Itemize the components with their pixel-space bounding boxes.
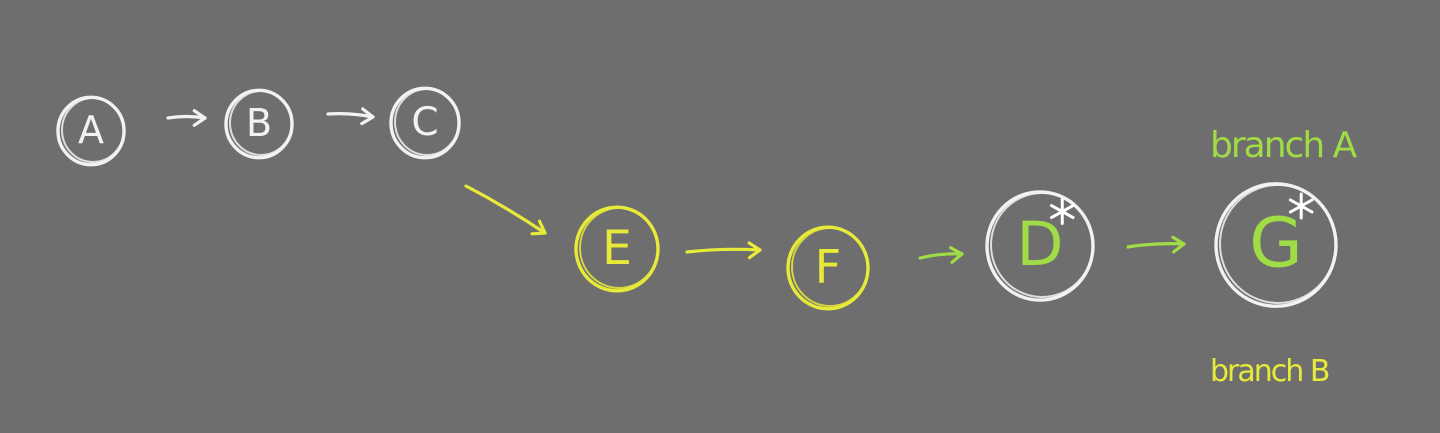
node-label: D [1017,209,1064,280]
node-d: D [985,190,1095,302]
node-f: F [786,225,870,311]
nodes: A B C E F D G [56,86,1338,311]
edges [166,107,1186,264]
node-b: B [224,88,294,160]
asterisk-icon [1049,198,1075,226]
node-a: A [56,95,126,167]
branch-a-label: branch A [1210,125,1358,166]
edge-c-e [464,184,547,236]
branch-b-label: branch B [1210,354,1329,389]
node-c: C [389,86,461,160]
node-label: C [411,100,438,145]
node-label: B [246,101,272,145]
edge-e-f [685,241,762,260]
edge-d-g [1126,235,1186,254]
edge-f-d [918,246,964,264]
node-g: G [1214,182,1338,308]
asterisk-icon [1288,192,1314,220]
node-label: E [602,221,632,276]
edge-a-b [166,109,207,127]
node-label: A [78,108,104,152]
node-label: F [815,239,841,293]
node-label: G [1249,204,1302,284]
node-e: E [574,205,660,293]
edge-b-c [326,107,375,126]
